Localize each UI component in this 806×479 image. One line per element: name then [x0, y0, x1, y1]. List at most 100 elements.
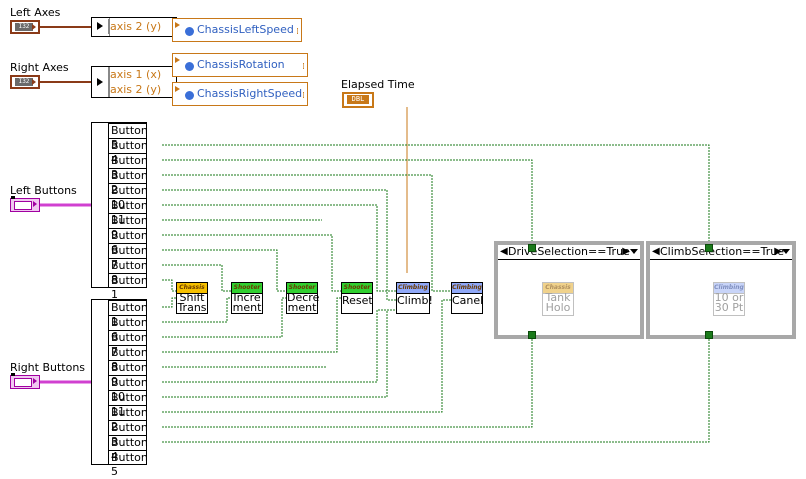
wire-rb8 [162, 297, 342, 353]
subvi-banner: Shooter [232, 283, 262, 294]
elapsed-time-label: Elapsed Time [341, 78, 415, 91]
right-buttons-field: Button 1 [108, 300, 148, 328]
output-terminal-icon [33, 378, 37, 384]
chassis-right-speed-ref[interactable]: ChassisRightSpeed ⁞ [172, 82, 308, 106]
subvi-cancel[interactable]: Climbing Canel [451, 282, 483, 314]
output-terminal-icon [32, 24, 36, 30]
subvi-banner: Chassis [177, 283, 207, 294]
increment-arrow-icon[interactable]: ▶ [774, 246, 782, 257]
right-axes-field-1: axis 2 (y) [108, 82, 162, 97]
left-axes-type-tag: I32 [15, 23, 33, 31]
chassis-rotation-ref[interactable]: ChassisRotation ⁞ [172, 53, 308, 77]
elapsed-time-indicator[interactable]: DBL [342, 92, 374, 108]
wire-lb6 [162, 234, 342, 292]
left-buttons-control[interactable] [10, 196, 40, 212]
left-buttons-field: Button 11 [108, 198, 148, 226]
right-axes-field-0: axis 1 (x) [108, 67, 162, 82]
left-axes-control[interactable]: I32 [10, 20, 40, 34]
subvi-text: Climb! [397, 295, 433, 306]
unbundle-side [92, 123, 109, 287]
subvi-text-line: Trans [177, 301, 207, 314]
subvi-banner: Climbing [452, 283, 482, 294]
subvi-text: Reset [342, 295, 373, 306]
chevron-down-icon[interactable] [782, 249, 790, 254]
left-buttons-field: Button 9 [108, 213, 148, 241]
subvi-text-line: Climb! [397, 294, 433, 307]
wire-rb2 [162, 299, 452, 413]
arrow-icon [97, 78, 103, 86]
subvi-text-line: ment [232, 301, 262, 314]
subvi-text-line: Incre [233, 291, 261, 304]
left-axes-field-0: axis 2 (y) [108, 19, 162, 34]
left-buttons-field: Button 3 [108, 153, 148, 181]
subvi-climb[interactable]: Climbing Climb! [396, 282, 433, 314]
right-buttons-field: Button 3 [108, 420, 148, 448]
arrow-icon [97, 22, 103, 30]
boolean-wires [162, 144, 710, 443]
subvi-text-line: Canel [452, 294, 484, 307]
wire-rb11 [162, 310, 388, 398]
output-terminal-icon [33, 201, 37, 207]
input-arrow-icon [175, 22, 180, 28]
right-buttons-field: Button 4 [108, 435, 148, 463]
left-buttons-field: Button 4 [108, 138, 148, 166]
subvi-text-line: 10 or [714, 291, 744, 304]
left-buttons-field: Button 7 [108, 243, 148, 271]
wire-lb11 [162, 204, 397, 292]
left-buttons-field: Button 5 [108, 123, 148, 151]
subvi-text-line: Shift [179, 291, 205, 304]
right-buttons-field: Button 8 [108, 345, 148, 373]
subvi-text-line: Holo [545, 301, 571, 314]
wire-rb3 [162, 337, 533, 428]
wire-rb4 [162, 337, 710, 443]
right-axes-label: Right Axes [10, 61, 69, 74]
numeric-wires [39, 26, 92, 83]
increment-arrow-icon[interactable]: ▶ [622, 246, 630, 257]
subvi-text: Canel [452, 294, 484, 307]
subvi-text-line: 30 Pt [714, 301, 744, 314]
case-selector[interactable]: ◀ ClimbSelection==True ▶ [650, 245, 792, 260]
right-buttons-field: Button 10 [108, 375, 148, 403]
right-axes-type-tag: I32 [15, 78, 33, 86]
case-selector-label: DriveSelection==True [508, 245, 630, 258]
left-axes-label: Left Axes [10, 6, 61, 19]
case-selector[interactable]: ◀ DriveSelection==True ▶ [498, 245, 640, 260]
wire-lb3 [162, 159, 533, 248]
case-selector-tunnel [528, 244, 536, 252]
wire-lb2 [162, 174, 452, 292]
case-selector-label: ClimbSelection==True [660, 245, 784, 258]
right-buttons-label: Right Buttons [10, 361, 86, 374]
left-buttons-field: Button 2 [108, 168, 148, 196]
wire-rb7 [162, 297, 287, 338]
right-axes-control[interactable]: I32 [10, 75, 40, 89]
unbundle-side [92, 300, 109, 464]
decrement-arrow-icon[interactable]: ◀ [652, 246, 660, 257]
input-arrow-icon [175, 86, 180, 92]
right-buttons-field: Button 6 [108, 315, 148, 343]
chevron-down-icon[interactable] [630, 249, 638, 254]
refnum-globe-icon [185, 62, 194, 71]
refnum-globe-icon [185, 91, 194, 100]
subvi-banner: Chassis [543, 283, 573, 294]
right-axes-unbundle[interactable]: axis 1 (x) axis 2 (y) [91, 66, 177, 98]
elapsed-time-type-tag: DBL [347, 95, 369, 104]
left-axes-unbundle[interactable]: axis 2 (y) [91, 17, 177, 37]
subvi-reset[interactable]: Shooter Reset [341, 282, 373, 314]
right-buttons-control[interactable] [10, 373, 40, 389]
output-terminal-icon [32, 79, 36, 85]
decrement-arrow-icon[interactable]: ◀ [500, 246, 508, 257]
wire-lb10 [162, 189, 397, 301]
chassis-left-speed-ref[interactable]: ChassisLeftSpeed ⁞ [172, 18, 302, 42]
chassis-rotation-label: ChassisRotation [197, 58, 285, 71]
